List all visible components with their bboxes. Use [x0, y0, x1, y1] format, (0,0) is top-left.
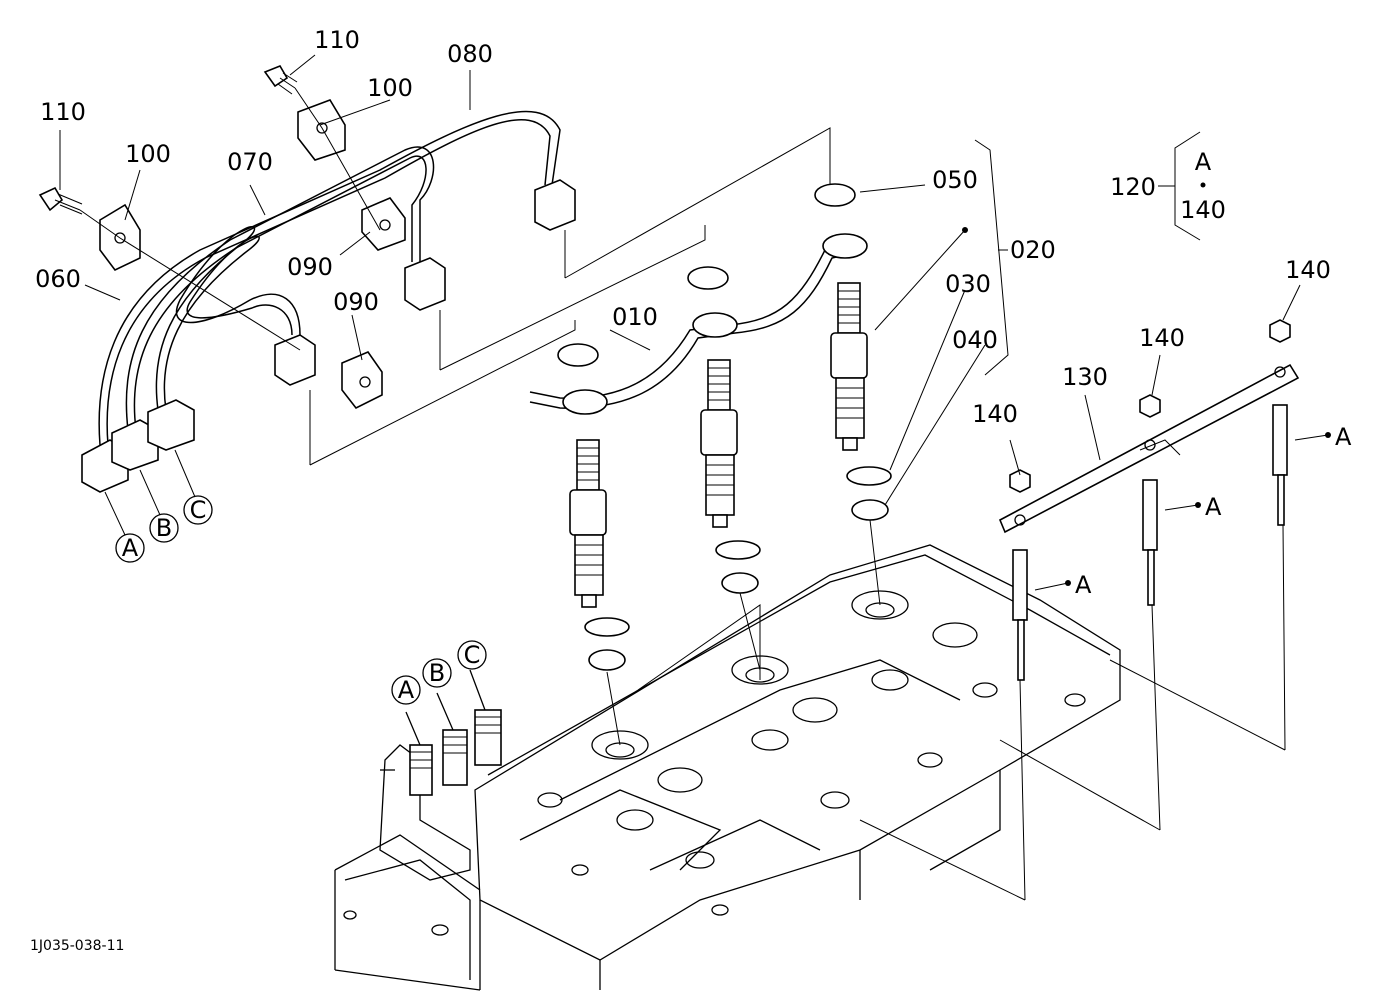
callout-140-a: 140	[972, 400, 1018, 428]
clamps-and-screws	[38, 65, 406, 410]
callout-130: 130	[1062, 363, 1108, 391]
callout-090-lower: 090	[333, 288, 379, 316]
callout-110-left: 110	[40, 98, 86, 126]
washers	[557, 183, 892, 671]
pump-outlet-labels: A B C	[391, 640, 487, 705]
assembly-lines	[309, 127, 881, 746]
glow-plugs	[859, 319, 1331, 901]
callout-050: 050	[932, 166, 978, 194]
injection-pump	[379, 669, 502, 881]
glow-plug-ref-labels: A A A	[1075, 423, 1352, 599]
callout-060: 060	[35, 265, 81, 293]
assembly-bracket-020	[974, 139, 1009, 376]
callout-labels: 010 020 030 040 050 060 070 080 090 090 …	[35, 26, 1331, 428]
leak-off-pipe	[529, 233, 868, 415]
glow-plug-ref-3: A	[1335, 423, 1352, 451]
callout-090-upper: 090	[287, 253, 333, 281]
group-box-bottom: 140	[1180, 196, 1226, 224]
pipe-end-a: A	[122, 534, 139, 562]
nozzles	[569, 282, 868, 608]
callout-070: 070	[227, 148, 273, 176]
callout-020: 020	[1010, 236, 1056, 264]
pipe-end-labels: A B C	[104, 449, 213, 563]
pump-outlet-a: A	[398, 676, 415, 704]
callout-080: 080	[447, 40, 493, 68]
callout-030: 030	[945, 270, 991, 298]
group-box-top: A	[1195, 148, 1212, 176]
callout-140-b: 140	[1139, 324, 1185, 352]
injection-pipes	[98, 110, 561, 446]
callout-100-left: 100	[125, 140, 171, 168]
glow-plug-ref-2: A	[1205, 493, 1222, 521]
pump-outlet-c: C	[464, 641, 481, 669]
leader-lines	[59, 54, 1301, 506]
figure-code: 1J035-038-11	[30, 938, 124, 954]
callout-120: 120	[1110, 173, 1156, 201]
group-box-120: A 140	[1158, 131, 1226, 241]
callout-140-c: 140	[1285, 256, 1331, 284]
callout-040: 040	[952, 326, 998, 354]
glow-plug-ref-1: A	[1075, 571, 1092, 599]
callout-110-right: 110	[314, 26, 360, 54]
pipe-end-c: C	[190, 496, 207, 524]
callout-010: 010	[612, 303, 658, 331]
callout-100-right: 100	[367, 74, 413, 102]
cylinder-head	[334, 544, 1121, 991]
pipe-end-b: B	[156, 514, 172, 542]
pipe-nuts	[81, 179, 576, 493]
pump-outlet-b: B	[429, 659, 445, 687]
